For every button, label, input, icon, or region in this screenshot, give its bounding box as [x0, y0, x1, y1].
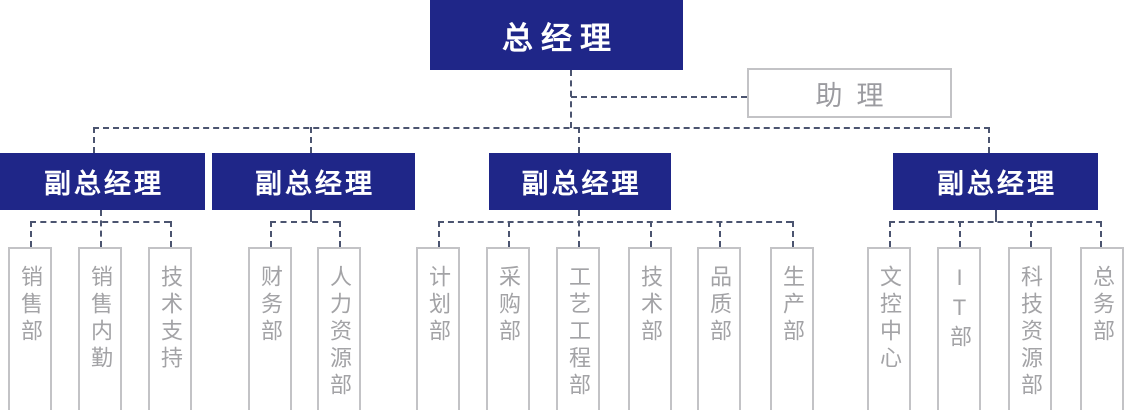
dept-label: 文控中心 [877, 265, 902, 373]
connector-vp3-drop [578, 127, 580, 153]
node-dept-finance: 财务部 [248, 247, 292, 410]
connector-dept-drop [719, 221, 721, 247]
dept-label: 销售内勤 [88, 265, 113, 373]
dept-label: IT部 [947, 265, 972, 352]
connector-gm-drop [570, 70, 572, 128]
connector-vp4-drop [988, 127, 990, 153]
connector-dept-drop [30, 221, 32, 247]
node-dept-quality: 品质部 [697, 247, 741, 410]
node-dept-doc-control: 文控中心 [867, 247, 911, 410]
connector-vp1-drop [93, 127, 95, 153]
dept-label: 科技资源部 [1018, 265, 1043, 400]
node-vp-2: 副总经理 [212, 153, 415, 210]
dept-label: 人力资源部 [327, 265, 352, 400]
connector-vp1-center [100, 210, 102, 247]
node-assistant: 助理 [747, 68, 952, 118]
connector-dept-drop [792, 221, 794, 247]
connector-vp2-drop [310, 127, 312, 153]
connector-vp4-rail [889, 221, 1102, 223]
node-dept-tech-support: 技术支持 [148, 247, 192, 410]
node-dept-technology: 技术部 [628, 247, 672, 410]
connector-dept-drop [650, 221, 652, 247]
dept-label: 财务部 [258, 265, 283, 346]
connector-assistant-branch [571, 96, 747, 98]
dept-label: 计划部 [426, 265, 451, 346]
node-dept-purchasing: 采购部 [486, 247, 530, 410]
connector-dept-drop [270, 221, 272, 247]
dept-label: 技术部 [638, 265, 663, 346]
node-dept-it: IT部 [937, 247, 981, 410]
node-dept-sales-support: 销售内勤 [78, 247, 122, 410]
connector-vp3-rail [438, 221, 792, 223]
node-dept-tech-resources: 科技资源部 [1008, 247, 1052, 410]
connector-dept-drop [170, 221, 172, 247]
dept-label: 技术支持 [158, 265, 183, 373]
dept-label: 采购部 [496, 265, 521, 346]
connector-dept-drop [889, 221, 891, 247]
node-dept-hr: 人力资源部 [317, 247, 361, 410]
connector-dept-drop [508, 221, 510, 247]
connector-dept-drop [1100, 221, 1102, 247]
connector-vp1-rail [30, 221, 170, 223]
node-dept-planning: 计划部 [416, 247, 460, 410]
node-vp-3: 副总经理 [489, 153, 671, 210]
connector-dept-drop [959, 221, 961, 247]
connector-vp2-rail [270, 221, 339, 223]
connector-dept-drop [339, 221, 341, 247]
node-dept-general-affairs: 总务部 [1080, 247, 1124, 410]
node-dept-process-engineering: 工艺工程部 [556, 247, 600, 410]
dept-label: 品质部 [707, 265, 732, 346]
node-general-manager: 总经理 [430, 0, 683, 70]
dept-label: 工艺工程部 [566, 265, 591, 400]
node-dept-sales: 销售部 [8, 247, 52, 410]
node-vp-1: 副总经理 [0, 153, 205, 210]
connector-vp4-center [995, 210, 997, 222]
dept-label: 销售部 [18, 265, 43, 346]
dept-label: 总务部 [1090, 265, 1115, 346]
connector-vp2-center [310, 210, 312, 222]
node-vp-4: 副总经理 [893, 153, 1098, 210]
connector-main-rail [93, 127, 990, 129]
dept-label: 生产部 [780, 265, 805, 346]
node-dept-production: 生产部 [770, 247, 814, 410]
connector-vp3-center [578, 210, 580, 247]
connector-dept-drop [438, 221, 440, 247]
connector-dept-drop [1030, 221, 1032, 247]
